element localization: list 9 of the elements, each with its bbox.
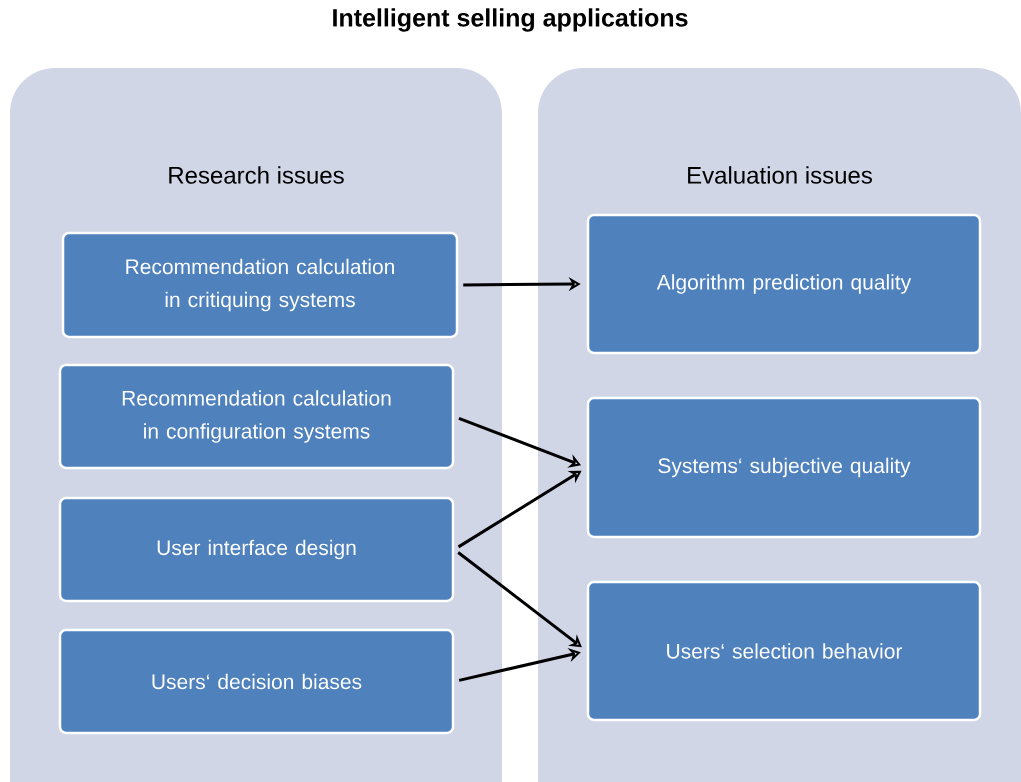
issue-box: Users‘ decision biases xyxy=(58,628,455,735)
issue-box: Systems‘ subjective quality xyxy=(586,396,982,539)
issue-box: Recommendation calculation in configuration systems xyxy=(58,363,455,470)
issue-box: Recommendation calculation in critiquing systems xyxy=(61,231,459,339)
issue-box: Algorithm prediction quality xyxy=(586,213,982,355)
arrow xyxy=(457,551,582,648)
issue-box: Users‘ selection behavior xyxy=(586,580,982,722)
issue-box: User interface design xyxy=(58,496,455,603)
title: Intelligent selling applications xyxy=(333,8,688,32)
